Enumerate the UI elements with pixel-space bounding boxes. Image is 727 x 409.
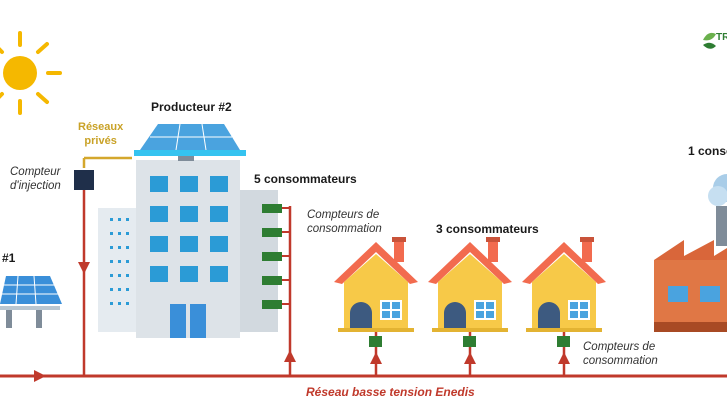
building-icon bbox=[98, 123, 278, 338]
consumption-meters-bottom-label: Compteurs de consommation bbox=[583, 340, 658, 368]
injection-meter-icon bbox=[74, 170, 94, 190]
house-meter-line bbox=[557, 332, 570, 376]
meter-icon bbox=[463, 336, 476, 347]
injection-meter-label-line2: d'injection bbox=[10, 180, 61, 192]
injection-line bbox=[78, 188, 90, 376]
logo-icon bbox=[703, 32, 716, 49]
producer-1-label: #1 bbox=[2, 251, 16, 265]
grid-line bbox=[0, 370, 727, 382]
factory-icon bbox=[654, 174, 727, 332]
injection-meter-label: Compteur d'injection bbox=[10, 165, 61, 193]
consumers-3-label: 3 consommateurs bbox=[436, 222, 539, 236]
consumers-1-label: 1 conso bbox=[688, 144, 727, 158]
solar-panel-icon bbox=[0, 275, 62, 328]
grid-label: Réseau basse tension Enedis bbox=[306, 385, 475, 399]
logo-text: TR bbox=[716, 32, 727, 43]
house-icon bbox=[521, 236, 607, 333]
building-meter-line bbox=[272, 204, 296, 376]
sun-icon bbox=[0, 31, 62, 115]
meter-icon bbox=[369, 336, 382, 347]
consumption-meters-bottom-line2: consommation bbox=[583, 355, 658, 367]
consumption-meters-top-line1: Compteurs de bbox=[307, 209, 380, 221]
house-meter-line bbox=[369, 332, 382, 376]
private-network-label-line1: Réseaux bbox=[78, 121, 124, 133]
meter-icon bbox=[557, 336, 570, 347]
producer-2-label: Producteur #2 bbox=[151, 100, 232, 114]
consumption-meters-bottom-line1: Compteurs de bbox=[583, 341, 656, 353]
house-meter-line bbox=[463, 332, 476, 376]
consumption-meters-top-line2: consommation bbox=[307, 223, 382, 235]
private-network-label-line2: privés bbox=[84, 135, 117, 147]
injection-meter-label-line1: Compteur bbox=[10, 166, 61, 178]
consumption-meters-top-label: Compteurs de consommation bbox=[307, 208, 382, 236]
house-icon bbox=[333, 236, 419, 333]
consumers-5-label: 5 consommateurs bbox=[254, 172, 357, 186]
house-icon bbox=[427, 236, 513, 333]
private-network-label: Réseaux privés bbox=[78, 120, 123, 148]
private-network-line bbox=[82, 156, 132, 168]
